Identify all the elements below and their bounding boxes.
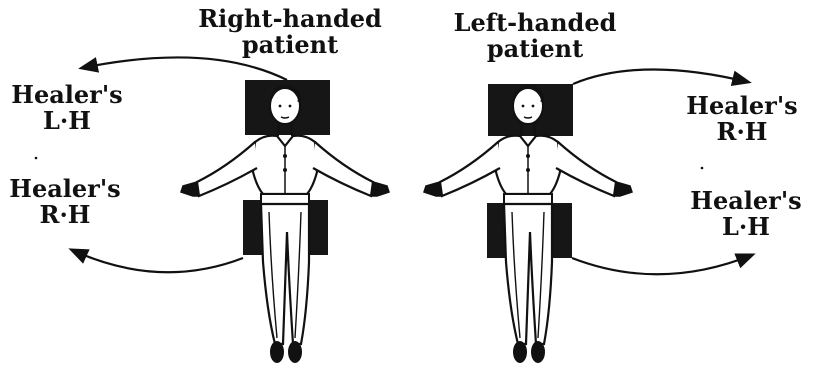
arrow-upper-right xyxy=(573,69,748,84)
title-right-handed: Right-handed patient xyxy=(195,6,385,58)
label-lower-left: Healer's R·H xyxy=(0,176,130,228)
label-upper-left-line2: L·H xyxy=(2,108,132,134)
arrow-lower-right xyxy=(572,255,752,274)
title-right-handed-line2: patient xyxy=(195,32,385,58)
title-right-handed-line1: Right-handed xyxy=(195,6,385,32)
title-left-handed-line2: patient xyxy=(440,36,630,62)
label-upper-left-line1: Healer's xyxy=(2,82,132,108)
label-lower-right: Healer's L·H xyxy=(676,188,816,240)
label-upper-right-line2: R·H xyxy=(672,119,812,145)
label-upper-right-line1: Healer's xyxy=(672,93,812,119)
label-lower-right-line2: L·H xyxy=(676,214,816,240)
arrow-upper-left xyxy=(82,57,287,80)
label-upper-right: Healer's R·H xyxy=(672,93,812,145)
title-left-handed: Left-handed patient xyxy=(440,10,630,62)
label-lower-left-line1: Healer's xyxy=(0,176,130,202)
arrow-lower-left xyxy=(72,250,243,272)
title-left-handed-line1: Left-handed xyxy=(440,10,630,36)
label-lower-right-line1: Healer's xyxy=(676,188,816,214)
label-upper-left: Healer's L·H xyxy=(2,82,132,134)
label-lower-left-line2: R·H xyxy=(0,202,130,228)
